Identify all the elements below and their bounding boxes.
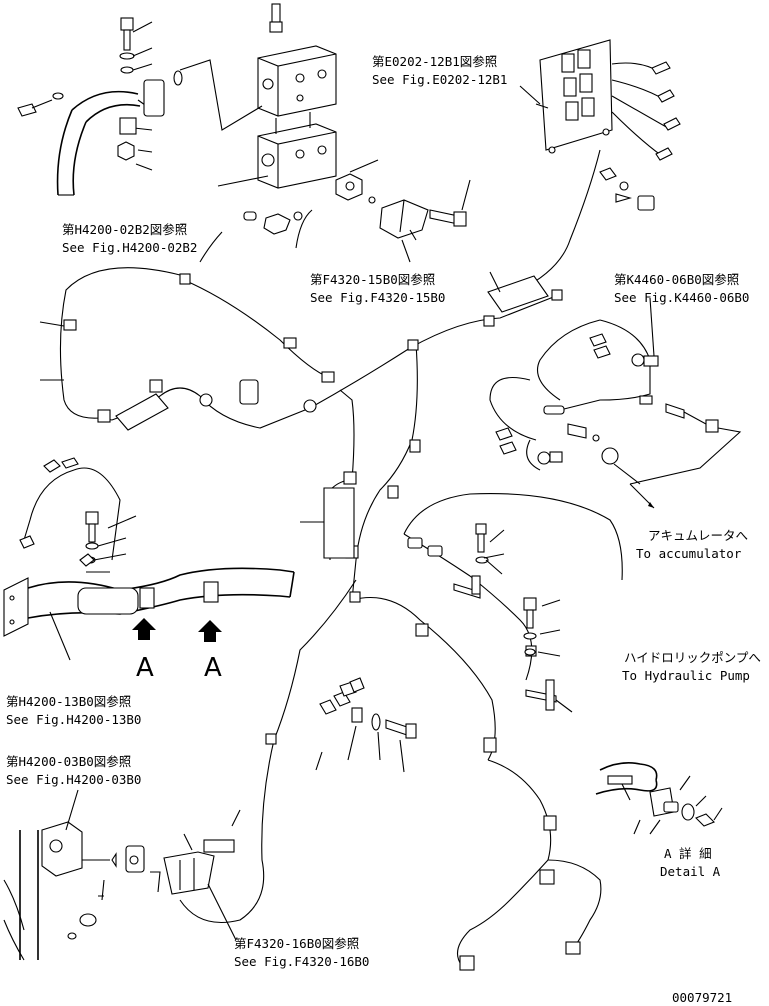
svg-text:See Fig.H4200-02B2: See Fig.H4200-02B2	[62, 240, 197, 255]
valve-blocks	[173, 3, 379, 201]
svg-text:See Fig.H4200-13B0: See Fig.H4200-13B0	[6, 712, 141, 727]
svg-text:第H4200-13B0図参照: 第H4200-13B0図参照	[6, 694, 131, 709]
harness-clamps	[63, 273, 581, 971]
connector-part-f4320-15	[243, 179, 471, 241]
svg-text:Detail A: Detail A	[660, 864, 721, 879]
svg-text:See Fig.H4200-03B0: See Fig.H4200-03B0	[6, 772, 141, 787]
bolt-stack-top-left	[17, 17, 165, 196]
label-detail-a: A 詳 細 Detail A	[660, 846, 721, 879]
brackets-center	[315, 523, 573, 773]
svg-text:See Fig.F4320-15B0: See Fig.F4320-15B0	[310, 290, 445, 305]
label-ref-h4200-02: 第H4200-02B2図参照 See Fig.H4200-02B2	[62, 222, 197, 255]
svg-text:第F4320-15B0図参照: 第F4320-15B0図参照	[310, 272, 435, 287]
svg-text:第K4460-06B0図参照: 第K4460-06B0図参照	[614, 272, 739, 287]
detail-a-drawing	[595, 762, 723, 835]
svg-text:A 詳 細: A 詳 細	[664, 846, 712, 861]
svg-text:See Fig.K4460-06B0: See Fig.K4460-06B0	[614, 290, 749, 305]
pipe-h4200-13	[3, 457, 295, 637]
reference-leaders	[39, 85, 655, 941]
connector-k4460	[495, 333, 742, 509]
svg-text:See Fig.F4320-16B0: See Fig.F4320-16B0	[234, 954, 369, 969]
svg-text:第H4200-03B0図参照: 第H4200-03B0図参照	[6, 754, 131, 769]
label-ref-h4200-03: 第H4200-03B0図参照 See Fig.H4200-03B0	[6, 754, 141, 787]
label-to-accumulator: アキュムレータへ To accumulator	[636, 528, 748, 561]
arrow-markers	[132, 618, 222, 642]
label-ref-f4320-15: 第F4320-15B0図参照 See Fig.F4320-15B0	[310, 272, 445, 305]
svg-text:To accumulator: To accumulator	[636, 546, 742, 561]
svg-text:ハイドロリックポンプへ: ハイドロリックポンプへ	[624, 650, 761, 665]
svg-text:第E0202-12B1図参照: 第E0202-12B1図参照	[372, 54, 497, 69]
svg-text:See Fig.E0202-12B1: See Fig.E0202-12B1	[372, 72, 507, 87]
arrow-label-a-left: A	[136, 653, 154, 683]
label-to-hydraulic-pump: ハイドロリックポンプへ To Hydraulic Pump	[622, 650, 761, 683]
svg-text:To Hydraulic Pump: To Hydraulic Pump	[622, 668, 750, 683]
svg-text:第H4200-02B2図参照: 第H4200-02B2図参照	[62, 222, 187, 237]
label-ref-k4460: 第K4460-06B0図参照 See Fig.K4460-06B0	[614, 272, 749, 305]
svg-text:アキュムレータへ: アキュムレータへ	[648, 528, 748, 543]
svg-text:第F4320-16B0図参照: 第F4320-16B0図参照	[234, 936, 359, 951]
arrow-label-a-right: A	[204, 653, 222, 683]
label-ref-f4320-16: 第F4320-16B0図参照 See Fig.F4320-16B0	[234, 936, 369, 969]
label-ref-e0202: 第E0202-12B1図参照 See Fig.E0202-12B1	[372, 54, 507, 87]
drawing-number: 00079721	[672, 990, 732, 1005]
relay-box	[519, 39, 681, 291]
label-ref-h4200-13: 第H4200-13B0図参照 See Fig.H4200-13B0	[6, 694, 141, 727]
pipe-h4200-03	[3, 809, 241, 961]
